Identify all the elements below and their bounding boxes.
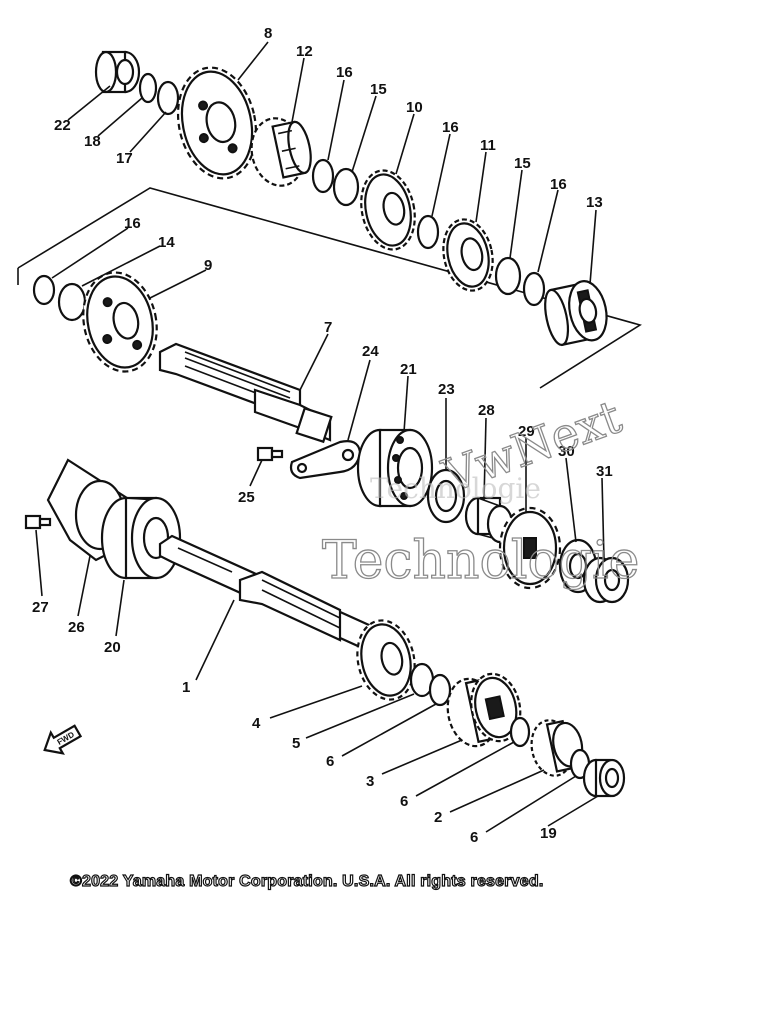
callout-28: 28 <box>478 402 495 419</box>
callout-15a: 15 <box>370 81 387 98</box>
callout-24: 24 <box>362 343 379 360</box>
washer-15a <box>332 167 360 207</box>
callout-labels: 22 18 17 8 12 16 15 10 16 11 15 16 13 16… <box>32 25 613 846</box>
washer-18 <box>138 72 158 104</box>
callout-16d: 16 <box>124 215 141 232</box>
callout-2: 2 <box>434 809 442 826</box>
callout-26: 26 <box>68 619 85 636</box>
bearing-22 <box>94 50 141 94</box>
gear-13 <box>544 280 608 347</box>
circlip-16a <box>311 158 335 194</box>
callout-6b: 6 <box>400 793 408 810</box>
callout-12: 12 <box>296 43 313 60</box>
callout-9: 9 <box>204 257 212 274</box>
washer-14 <box>57 282 87 322</box>
gear-10 <box>360 169 416 251</box>
callout-27: 27 <box>32 599 49 616</box>
callout-16c: 16 <box>550 176 567 193</box>
sprocket-29 <box>498 506 562 590</box>
gear-4 <box>356 619 416 701</box>
callout-16a: 16 <box>336 64 353 81</box>
callout-11: 11 <box>480 137 496 154</box>
callout-19: 19 <box>540 825 557 842</box>
gear-3 <box>446 672 522 748</box>
callout-1: 1 <box>182 679 190 696</box>
callout-4: 4 <box>252 715 261 732</box>
callout-17: 17 <box>116 150 133 167</box>
callout-6c: 6 <box>470 829 478 846</box>
callout-5: 5 <box>292 735 300 752</box>
shaft-1 <box>158 534 382 658</box>
nut-31 <box>582 556 630 604</box>
callout-14: 14 <box>158 234 175 251</box>
circlip-16d <box>32 274 56 306</box>
bearing-19 <box>582 758 626 798</box>
gear-9 <box>82 271 158 373</box>
watermark: VwNext Technologie Technologie <box>321 388 640 591</box>
leader-lines <box>35 41 605 833</box>
callout-8: 8 <box>264 25 272 42</box>
circlip-6b <box>509 716 531 748</box>
callout-18: 18 <box>84 133 101 150</box>
callout-29: 29 <box>518 423 535 440</box>
callout-31: 31 <box>596 463 613 480</box>
washer-17 <box>156 80 180 116</box>
callout-7: 7 <box>324 319 332 336</box>
callout-15b: 15 <box>514 155 531 172</box>
washer-15b <box>494 256 522 296</box>
bearing-21 <box>356 428 434 508</box>
subassembly-outline <box>17 187 642 389</box>
callout-20: 20 <box>104 639 121 656</box>
bolt-25 <box>256 446 284 462</box>
callout-13: 13 <box>586 194 603 211</box>
circlip-16c <box>522 271 546 307</box>
plate-24 <box>289 440 362 480</box>
callout-22: 22 <box>54 117 71 134</box>
bolt-27 <box>24 514 52 530</box>
gear-11 <box>442 218 494 292</box>
callout-10: 10 <box>406 99 423 116</box>
gear-8 <box>176 66 258 180</box>
callout-16b: 16 <box>442 119 459 136</box>
callout-30: 30 <box>558 443 575 460</box>
axle-7 <box>158 342 333 444</box>
callout-3: 3 <box>366 773 374 790</box>
circlip-6a <box>428 673 452 707</box>
watermark-line2: Technologie <box>370 472 541 505</box>
watermark-line3: Technologie <box>322 531 639 591</box>
callout-23: 23 <box>438 381 455 398</box>
callout-6a: 6 <box>326 753 334 770</box>
fwd-arrow-icon: FWD <box>43 724 83 755</box>
callout-21: 21 <box>400 361 417 378</box>
circlip-16b <box>416 214 440 250</box>
callout-25: 25 <box>238 489 255 506</box>
oil-seal-23 <box>426 468 466 524</box>
gear-12 <box>250 117 312 187</box>
copyright-notice: ©2022 Yamaha Motor Corporation. U.S.A. A… <box>69 872 544 890</box>
